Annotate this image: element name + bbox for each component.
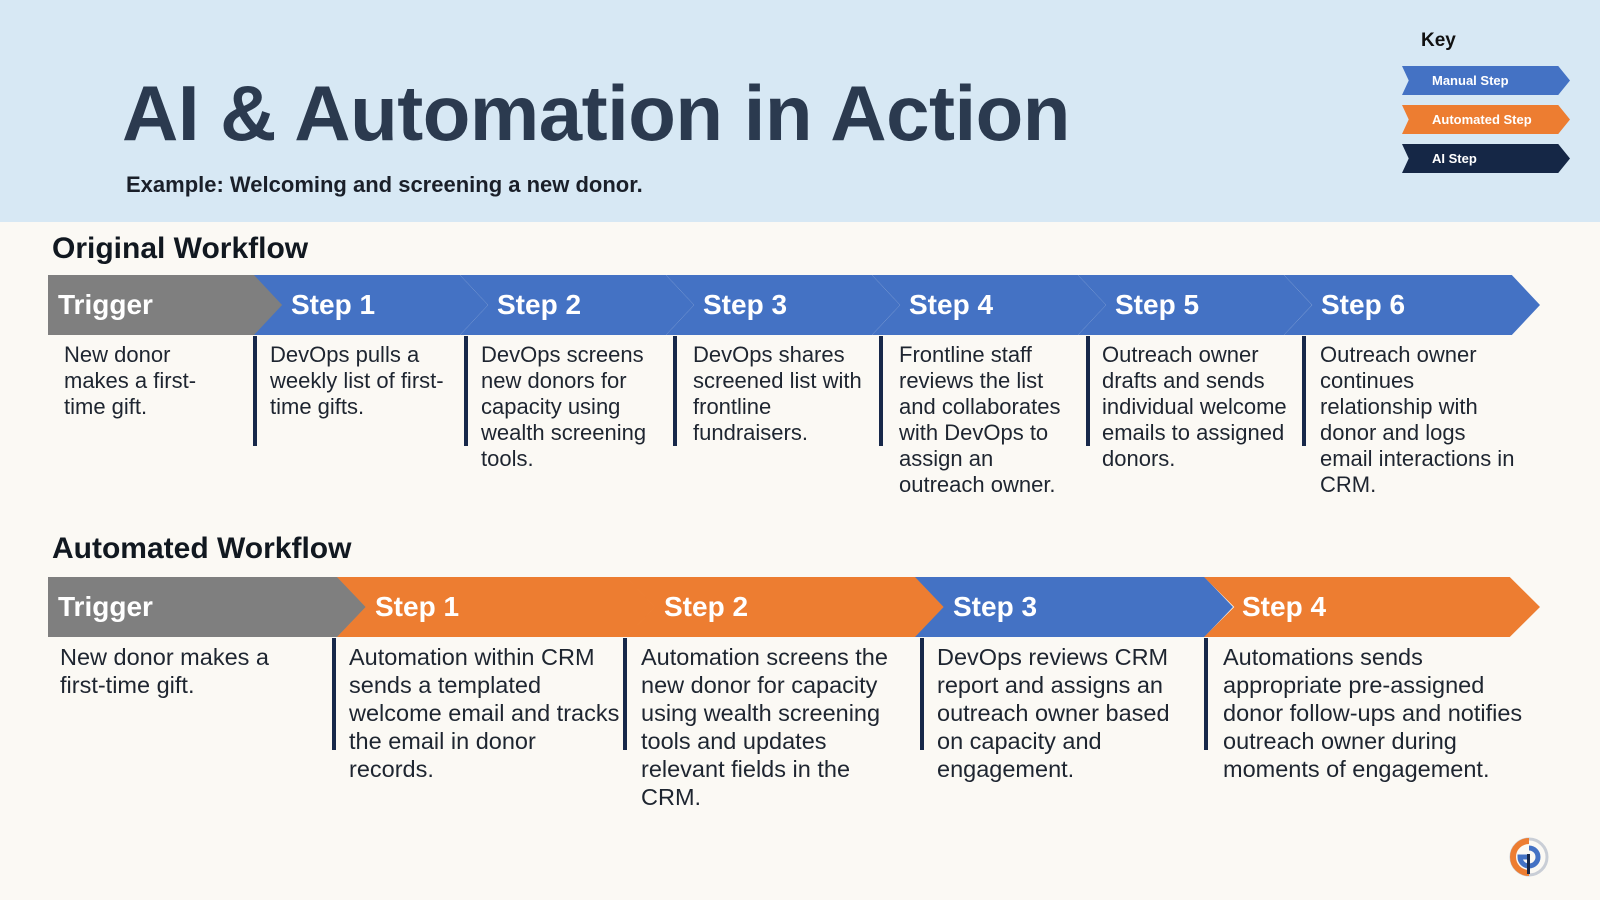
- original-step-2-chevron: Step 2: [460, 275, 694, 335]
- page-subtitle: Example: Welcoming and screening a new d…: [126, 172, 643, 197]
- page-title: AI & Automation in Action: [122, 69, 1070, 157]
- original-workflow-title: Original Workflow: [52, 232, 309, 265]
- original-divider-5: [1086, 336, 1090, 446]
- original-divider-6: [1302, 336, 1306, 446]
- original-step-4-chevron: Step 4: [872, 275, 1106, 335]
- original-step-6-text: Outreach owner continues relationship wi…: [1320, 342, 1515, 497]
- original-divider-3: [673, 336, 677, 446]
- original-trigger-chevron: Trigger: [48, 275, 283, 335]
- automated-step-1-text: Automation within CRM sends a templated …: [349, 644, 620, 782]
- automated-step-4-text: Automations sends appropriate pre-assign…: [1223, 644, 1523, 782]
- automated-step-4-chevron: Step 4: [1204, 577, 1540, 637]
- original-step-5-chevron: Step 5: [1078, 275, 1312, 335]
- legend-automated-step: Automated Step: [1402, 105, 1570, 134]
- automated-divider-4: [1204, 638, 1208, 750]
- original-step-6-chevron: Step 6: [1284, 275, 1540, 335]
- original-divider-4: [879, 336, 883, 446]
- automated-divider-1: [332, 638, 336, 750]
- automated-trigger-text: New donor makes a first-time gift.: [60, 644, 269, 698]
- original-step-3-chevron: Step 3: [666, 275, 900, 335]
- original-step-3-text: DevOps shares screened list with frontli…: [693, 342, 862, 445]
- automated-workflow-title: Automated Workflow: [52, 532, 352, 565]
- original-step-1-chevron: Step 1: [254, 275, 488, 335]
- automated-step-2-chevron: Step 2: [626, 577, 944, 637]
- original-trigger-text: New donor makes a first-time gift.: [64, 342, 197, 419]
- automated-step-3-chevron: Step 3: [915, 577, 1233, 637]
- automated-workflow-bar: Trigger Step 1 Step 2 Step 3 Step 4: [48, 577, 1568, 637]
- automated-step-2-text: Automation screens the new donor for cap…: [641, 644, 888, 810]
- original-step-4-text: Frontline staff reviews the list and col…: [899, 342, 1061, 497]
- legend-manual-step: Manual Step: [1402, 66, 1570, 95]
- automated-divider-2: [623, 638, 627, 750]
- legend-ai-step: AI Step: [1402, 144, 1570, 173]
- automated-divider-3: [920, 638, 924, 750]
- original-step-2-text: DevOps screens new donors for capacity u…: [481, 342, 647, 471]
- automated-step-3-text: DevOps reviews CRM report and assigns an…: [937, 644, 1170, 782]
- legend-key: Key Manual Step Automated Step AI Step: [1400, 30, 1580, 173]
- original-workflow-bar: Trigger Step 1 Step 2 Step 3 Step 4 Step…: [48, 275, 1568, 335]
- automated-step-1-chevron: Step 1: [337, 577, 655, 637]
- automated-trigger-chevron: Trigger: [48, 577, 366, 637]
- header-banner: AI & Automation in Action Example: Welco…: [0, 0, 1600, 222]
- original-divider-1: [253, 336, 257, 446]
- legend-title: Key: [1421, 30, 1456, 51]
- brand-logo-icon: [1509, 837, 1549, 877]
- original-divider-2: [464, 336, 468, 446]
- original-step-1-text: DevOps pulls a weekly list of first-time…: [270, 342, 444, 419]
- original-step-5-text: Outreach owner drafts and sends individu…: [1102, 342, 1287, 471]
